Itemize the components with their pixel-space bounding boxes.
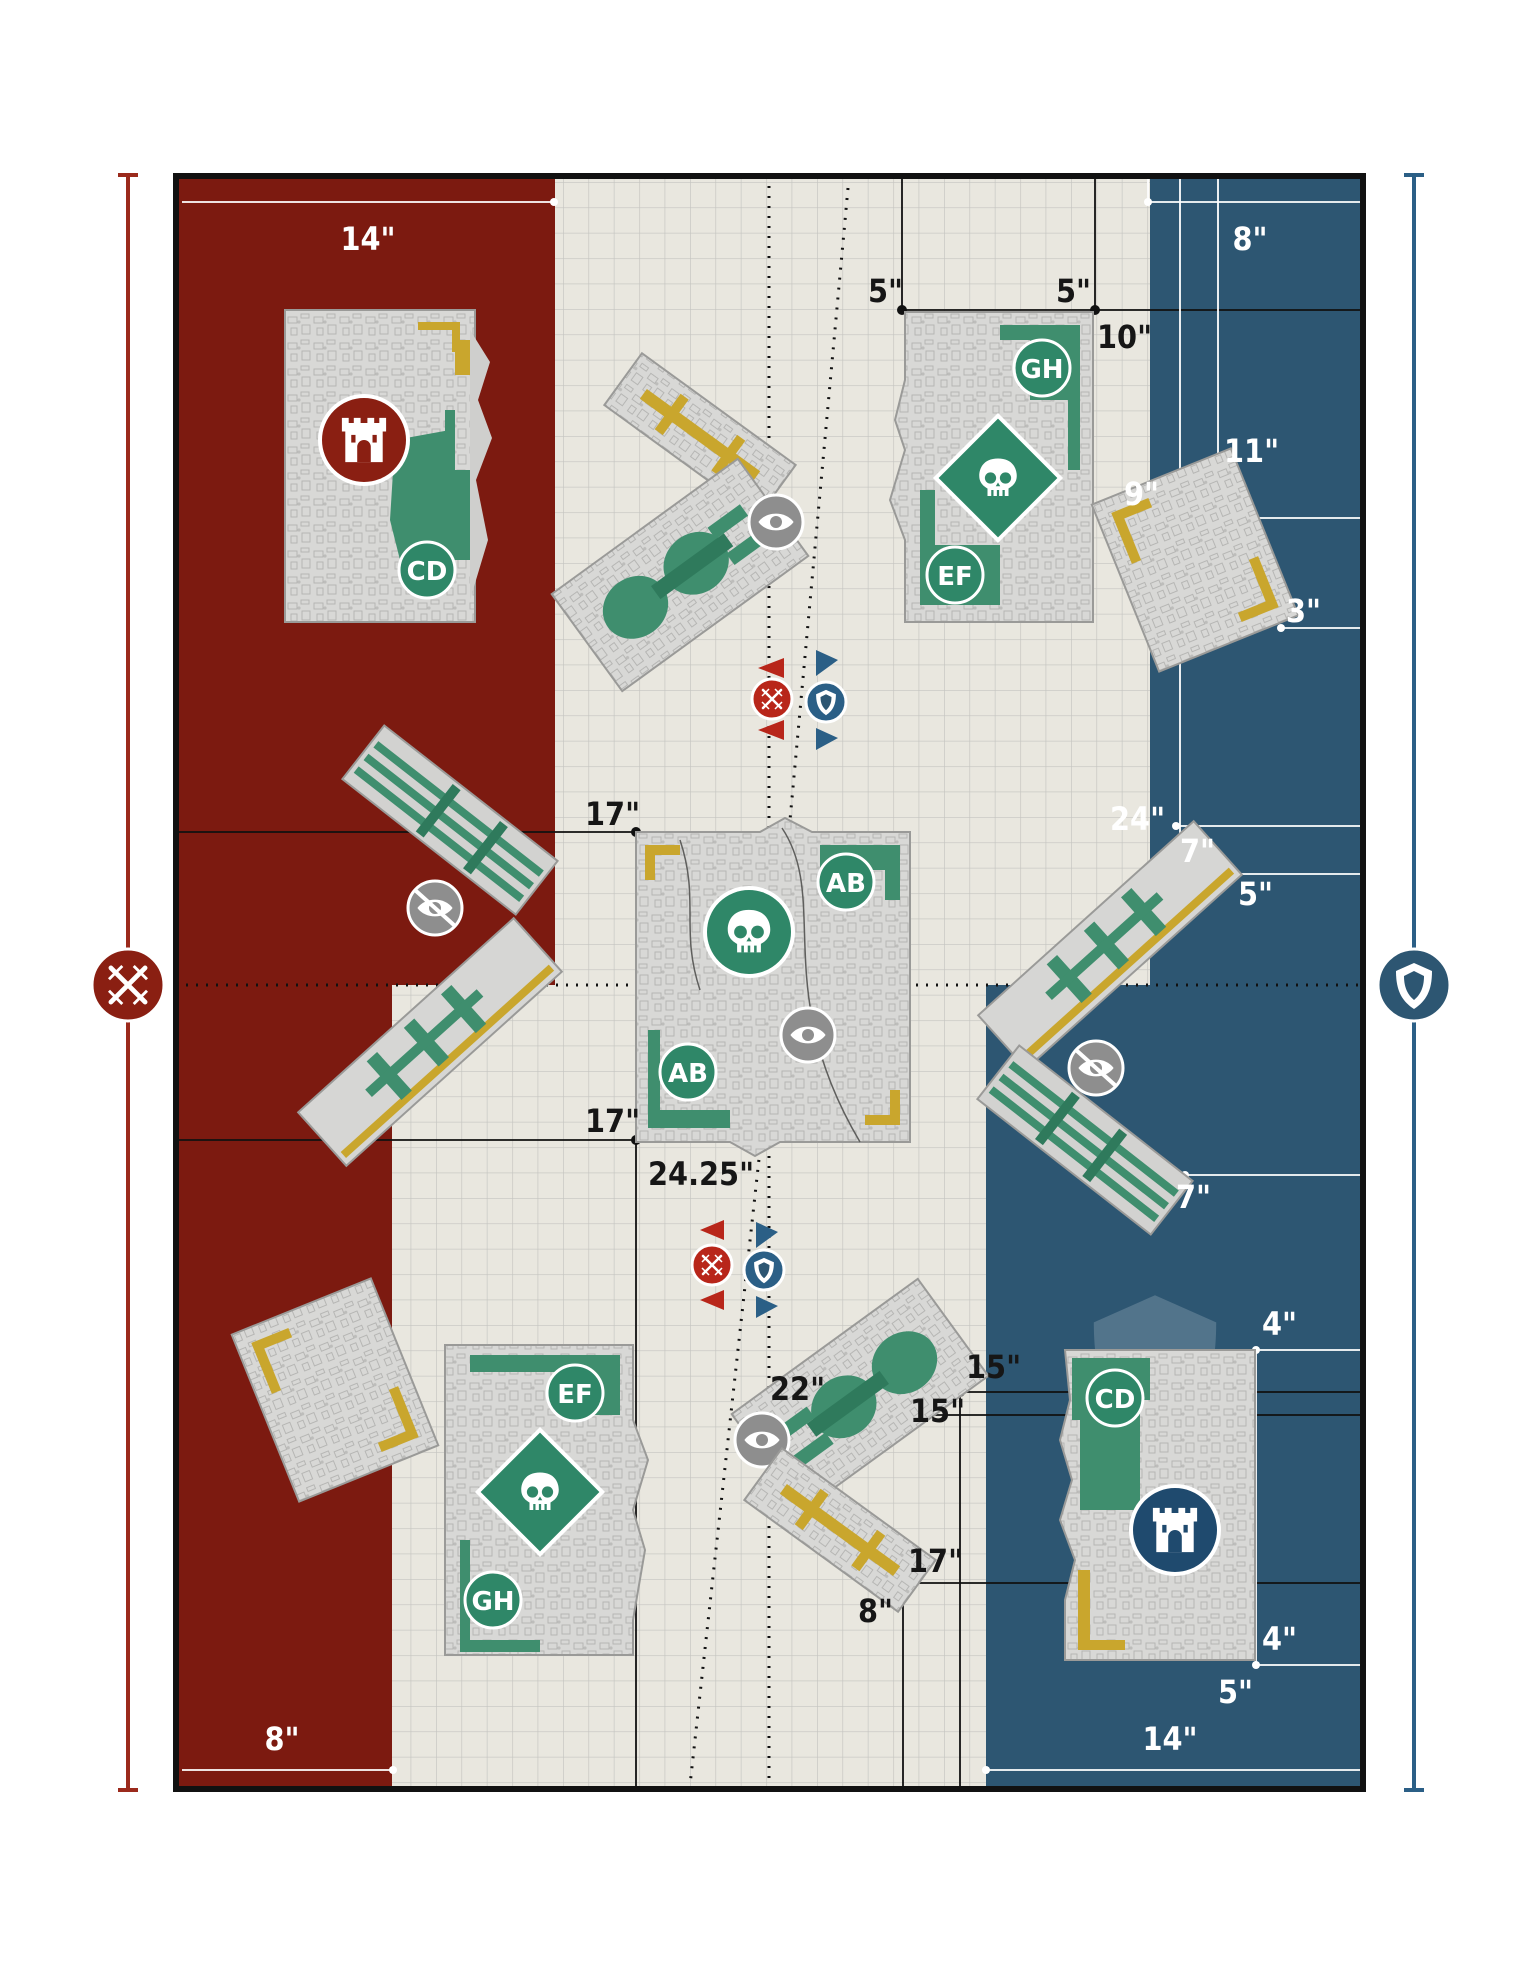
terrain-token-ab-top: AB — [816, 852, 876, 912]
measure-right-lower-seven: 7" — [1176, 1178, 1211, 1216]
measure-blue-zone-bottom: 14" — [1142, 1720, 1197, 1758]
board-border — [173, 173, 1366, 1792]
measure-right-wall-top: 24" — [1110, 800, 1165, 838]
terrain-token-ef-bottom: EF — [545, 1363, 605, 1423]
svg-text:GH: GH — [471, 1587, 514, 1617]
measure-bottom-vehicle-15b: 15" — [910, 1392, 965, 1430]
measure-centre-top: 17" — [585, 795, 640, 833]
wall-left-top — [340, 724, 560, 916]
vehicle-bottom — [730, 1277, 990, 1513]
svg-text:AB: AB — [826, 869, 866, 899]
defender-objective-marker-bottom — [742, 1222, 786, 1318]
defender-side-marker — [1376, 947, 1452, 1023]
svg-text:AB: AB — [668, 1059, 708, 1089]
svg-text:GH: GH — [1020, 355, 1063, 385]
rubble-bottom-left — [230, 1277, 440, 1503]
terrain-token-cd-blue: CD — [1085, 1368, 1145, 1428]
wall-right-bottom — [975, 1044, 1195, 1236]
measure-bottom-crate-8: 8" — [858, 1592, 893, 1630]
terrain-token-cd-red: CD — [397, 540, 457, 600]
terrain-token-ef-top: EF — [925, 545, 985, 605]
measure-bottom-vehicle-22: 22" — [770, 1370, 825, 1408]
terrain-token-gh-top: GH — [1012, 338, 1072, 398]
measure-tr-ruin-ten: 10" — [1097, 318, 1152, 356]
vehicle-top — [550, 457, 810, 693]
attacker-side-marker — [90, 947, 166, 1023]
measure-br-ruin-bottom: 4" — [1262, 1620, 1297, 1658]
eye-icon — [779, 1006, 837, 1064]
crate-bottom — [742, 1446, 938, 1614]
eye-icon — [733, 1411, 791, 1469]
eye-slash-icon — [1067, 1039, 1125, 1097]
eye-icon — [747, 493, 805, 551]
attacker-objective-marker-bottom — [690, 1220, 734, 1310]
measure-centre-span: 24.25" — [648, 1155, 754, 1193]
measure-bottom-vehicle-15a: 15" — [966, 1348, 1021, 1386]
terrain-token-gh-bottom: GH — [463, 1570, 523, 1630]
measurement-labels: 14" 8" 8" 14" 5" 5" 10" 11" 9" 3" 17" 17… — [264, 220, 1321, 1758]
measure-blue-zone-top: 8" — [1232, 220, 1267, 258]
measure-right-wall-seven: 7" — [1180, 832, 1215, 870]
defender-objective-marker-top — [804, 650, 848, 750]
skull-diamond-icon — [474, 1426, 606, 1558]
measure-rubble-top: 11" — [1224, 432, 1279, 470]
skull-diamond-icon — [932, 412, 1064, 544]
wall-left-bottom — [296, 916, 564, 1168]
blue-castle-icon — [1129, 1484, 1221, 1576]
terrain-token-ab-bottom: AB — [658, 1042, 718, 1102]
svg-text:EF: EF — [937, 562, 973, 592]
rubble-top-right — [1090, 447, 1300, 673]
measure-tr-ruin-right: 5" — [1056, 272, 1091, 310]
measure-centre-bottom: 17" — [585, 1102, 640, 1140]
wall-right-top — [976, 819, 1244, 1071]
measure-red-zone-top: 14" — [340, 220, 395, 258]
measure-br-ruin-top: 4" — [1262, 1305, 1297, 1343]
skull-icon — [703, 886, 795, 978]
measure-right-wall-five: 5" — [1238, 875, 1273, 913]
eye-slash-icon — [406, 879, 464, 937]
measure-bottom-crate-17: 17" — [908, 1542, 963, 1580]
red-castle-icon — [318, 394, 410, 486]
measure-red-zone-bottom: 8" — [264, 1720, 299, 1758]
measure-tr-ruin-left: 5" — [868, 272, 903, 310]
measure-rubble-left: 9" — [1124, 475, 1159, 513]
attacker-objective-marker-top — [750, 658, 794, 740]
svg-text:CD: CD — [407, 557, 448, 587]
measure-br-ruin-corner: 5" — [1218, 1673, 1253, 1711]
svg-text:EF: EF — [557, 1380, 593, 1410]
measure-rubble-bottom: 3" — [1286, 592, 1321, 630]
svg-text:CD: CD — [1095, 1385, 1136, 1415]
